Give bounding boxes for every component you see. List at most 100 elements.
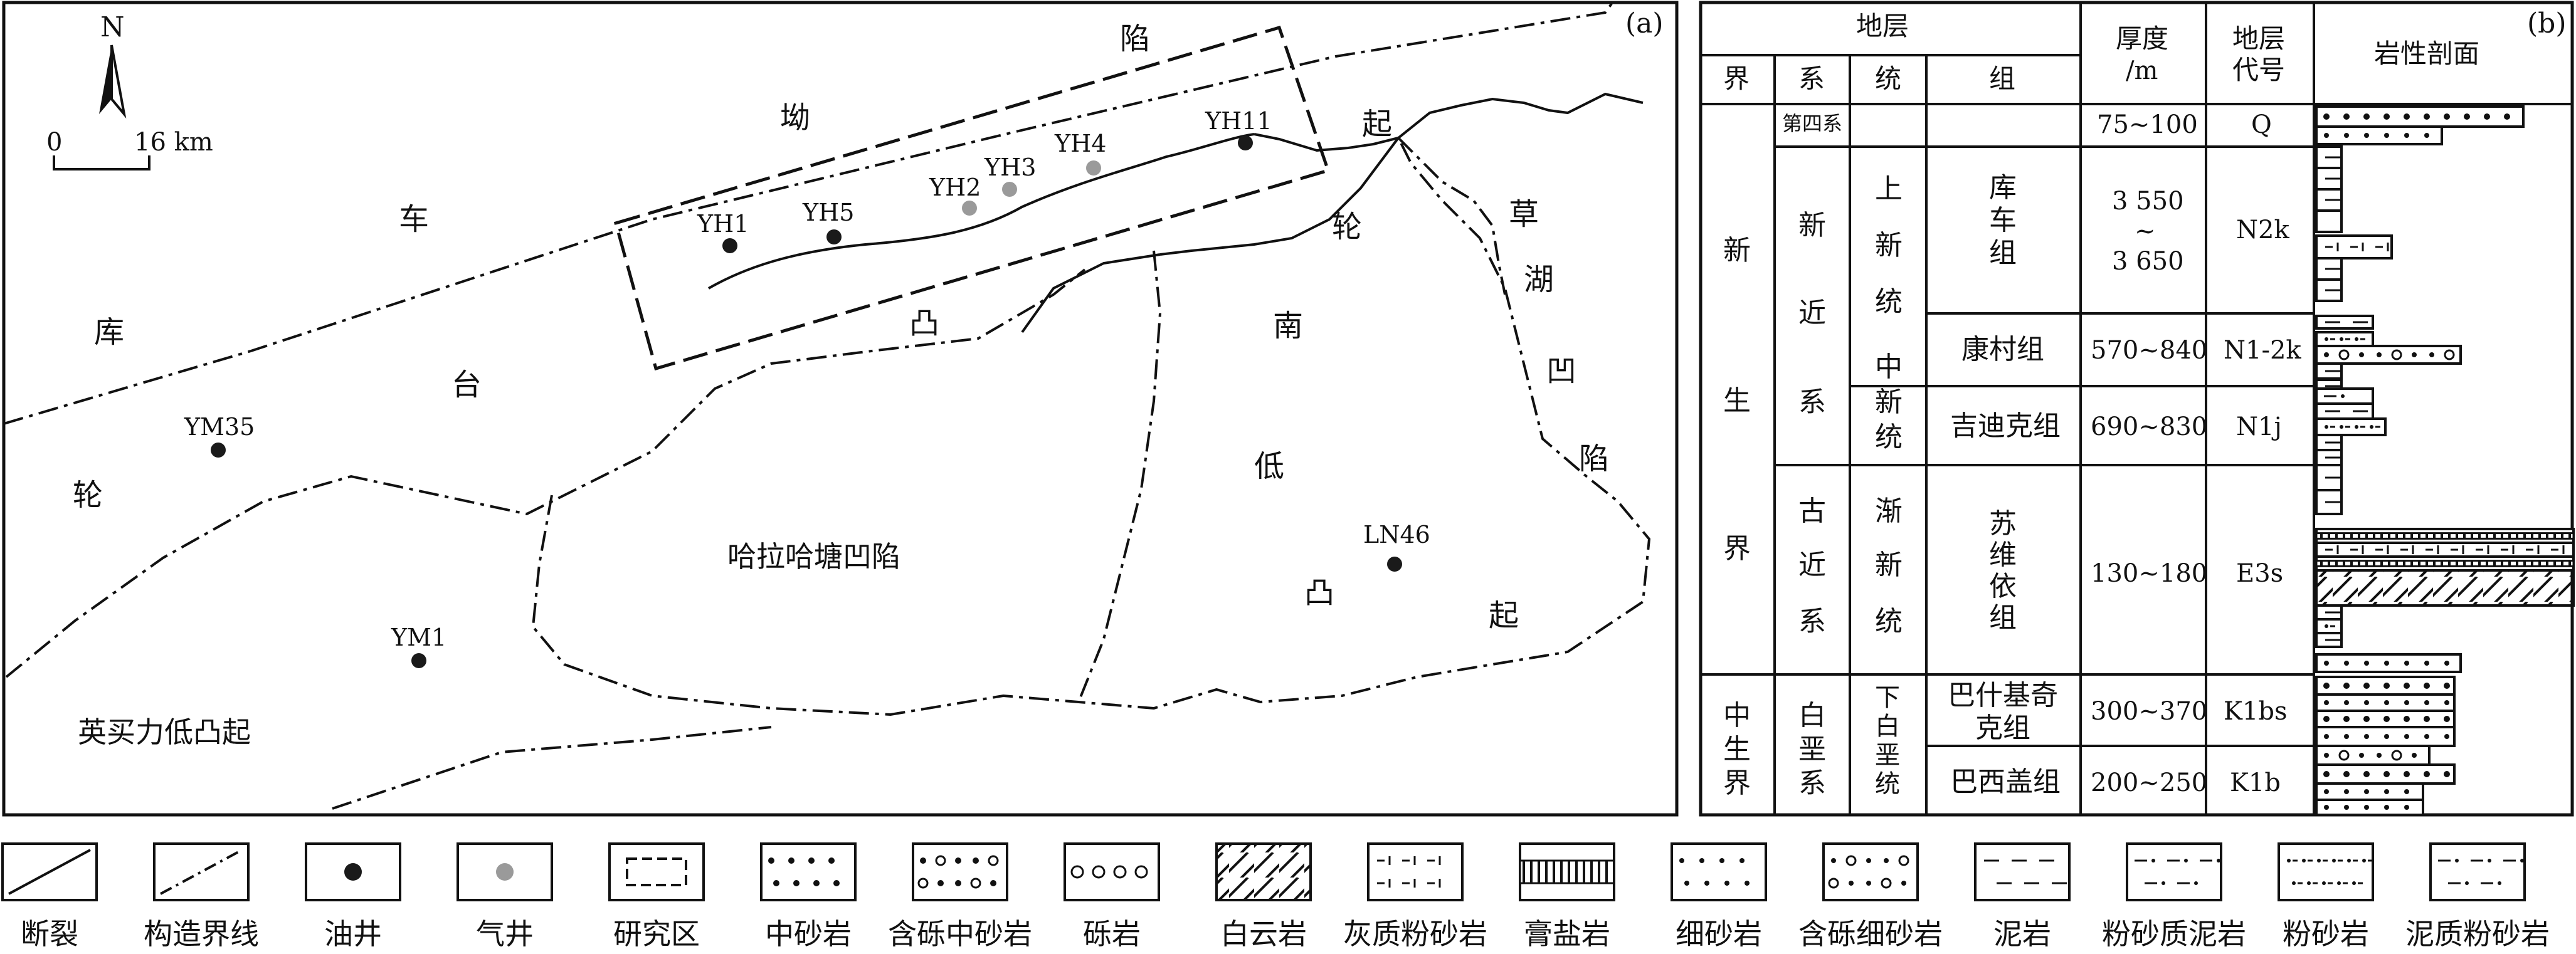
region-char-di: 低 (1254, 449, 1284, 484)
legend-label: 灰质粉砂岩 (1343, 917, 1487, 951)
legend-item-calcsilt: 灰质粉砂岩 (1343, 842, 1487, 951)
strat-grid (1701, 3, 2572, 815)
region-char-xian2: 陷 (1579, 441, 1609, 476)
series-pliocene-1: 上 (1875, 173, 1903, 205)
fm-suweiyi-4: 组 (1989, 602, 2017, 634)
litho-layer (2315, 209, 2343, 233)
region-char-hu: 湖 (1524, 262, 1554, 297)
region-char-lun-right: 轮 (1332, 209, 1362, 244)
legend-label: 构造界线 (144, 917, 259, 951)
region-char-tu-mid: 凸 (909, 306, 939, 341)
scale-zero: 0 (46, 128, 62, 157)
legend-label: 泥质粉砂岩 (2405, 917, 2550, 951)
era-cenozoic-1: 新 (1723, 234, 1751, 266)
mudstone-swatch-icon (1974, 842, 2071, 901)
litho-layer (2315, 434, 2343, 451)
litho-layer (2315, 315, 2374, 330)
legend-label: 泥岩 (1993, 917, 2051, 951)
header-thickness-2: /m (2126, 56, 2158, 85)
code-e3s: E3s (2236, 559, 2283, 588)
legend-label: 白云岩 (1220, 917, 1307, 951)
thickness-q: 75~100 (2097, 110, 2198, 139)
north-arrow-icon (99, 45, 127, 119)
well-marker (211, 443, 226, 458)
well-marker (826, 229, 842, 244)
era-cenozoic-2: 生 (1723, 385, 1751, 417)
yingmaili-uplift-label: 英买力低凸起 (78, 715, 251, 749)
legend-item-mudstone: 泥岩 (1974, 842, 2071, 951)
litho-layer (2315, 449, 2343, 466)
map-panel: (a) N 0 16 km (2, 1, 1679, 817)
thickness-n2k-1: 3 550 (2112, 187, 2184, 216)
halahatang-sag-label: 哈拉哈塘凹陷 (727, 540, 900, 574)
litho-layer (2315, 234, 2393, 259)
system-neogene-1: 新 (1798, 209, 1826, 241)
map-frame (2, 1, 1679, 817)
series-pliocene-2: 新 (1875, 229, 1903, 261)
litho-layer (2315, 145, 2343, 169)
litho-layer (2315, 331, 2374, 347)
well-marker (1387, 557, 1402, 572)
series-miocene-1: 中 (1875, 351, 1903, 383)
litho-layer (2315, 362, 2343, 380)
region-char-lun-left: 轮 (73, 478, 103, 513)
legend-item-study: 研究区 (608, 842, 705, 951)
system-neogene-3: 系 (1798, 386, 1826, 418)
legend-item-msand: 中砂岩 (760, 842, 857, 951)
header-code-1: 地层 (2232, 23, 2285, 54)
legend-item-boundary: 构造界线 (144, 842, 259, 951)
lithology-column (2315, 105, 2575, 816)
series-oligocene-2: 新 (1875, 549, 1903, 581)
conglom-swatch-icon (1064, 842, 1160, 901)
thickness-n2k-2: ~ (2135, 217, 2156, 246)
litho-layer (2315, 569, 2575, 607)
legend-item-gmsand: 含砾中砂岩 (888, 842, 1032, 951)
system-cretaceous-1: 白 (1798, 700, 1826, 731)
fm-bashijiqike-2: 克组 (1975, 712, 2030, 744)
litho-layer (2315, 542, 2575, 558)
legend: 断裂构造界线油井气井研究区中砂岩含砾中砂岩砾岩白云岩灰质粉砂岩膏盐岩细砂岩含砾细… (1, 842, 2550, 951)
well-label: YH5 (802, 199, 854, 226)
litho-layer (2315, 489, 2343, 515)
litho-layer (2315, 710, 2456, 728)
series-oligocene-1: 渐 (1875, 495, 1903, 527)
code-n12k: N1-2k (2224, 336, 2301, 365)
series-lowercret-3: 垩 (1875, 741, 1900, 770)
well-label: YH3 (984, 154, 1036, 181)
well-marker (411, 653, 426, 668)
litho-layer (2315, 402, 2374, 420)
litho-layer (2315, 167, 2343, 191)
gfsand-swatch-icon (1822, 842, 1919, 901)
series-lowercret-1: 下 (1875, 683, 1900, 712)
well-label: YM1 (391, 624, 446, 651)
region-char-ku: 库 (94, 315, 124, 350)
series-miocene-3: 统 (1875, 421, 1903, 453)
code-k1b: K1b (2230, 768, 2281, 797)
litho-layer (2315, 105, 2525, 128)
litho-layer (2315, 464, 2343, 491)
legend-label: 粉砂岩 (2283, 917, 2369, 951)
litho-layer (2315, 799, 2424, 816)
header-jie: 界 (1723, 63, 1750, 94)
north-label: N (100, 11, 125, 43)
code-q: Q (2251, 110, 2272, 139)
fm-kuche-2: 车 (1989, 204, 2017, 236)
legend-item-gfsand: 含砾细砂岩 (1798, 842, 1943, 951)
legend-label: 中砂岩 (765, 917, 852, 951)
legend-item-dolomite: 白云岩 (1215, 842, 1312, 951)
region-char-che: 车 (399, 202, 429, 237)
litho-layer (2315, 745, 2431, 766)
well-marker (1238, 135, 1253, 150)
region-char-nan: 南 (1273, 308, 1303, 343)
fault-swatch-icon (1, 842, 98, 901)
litho-layer (2315, 555, 2575, 572)
system-cretaceous-3: 系 (1798, 767, 1826, 799)
strat-panel-label: (b) (2527, 8, 2567, 39)
thickness-n2k-3: 3 650 (2112, 247, 2184, 276)
litho-layer (2315, 257, 2343, 281)
region-char-qi-top: 起 (1362, 107, 1392, 142)
scale-bar (53, 155, 150, 170)
map-panel-label: (a) (1625, 8, 1664, 39)
litho-layer (2315, 387, 2374, 405)
